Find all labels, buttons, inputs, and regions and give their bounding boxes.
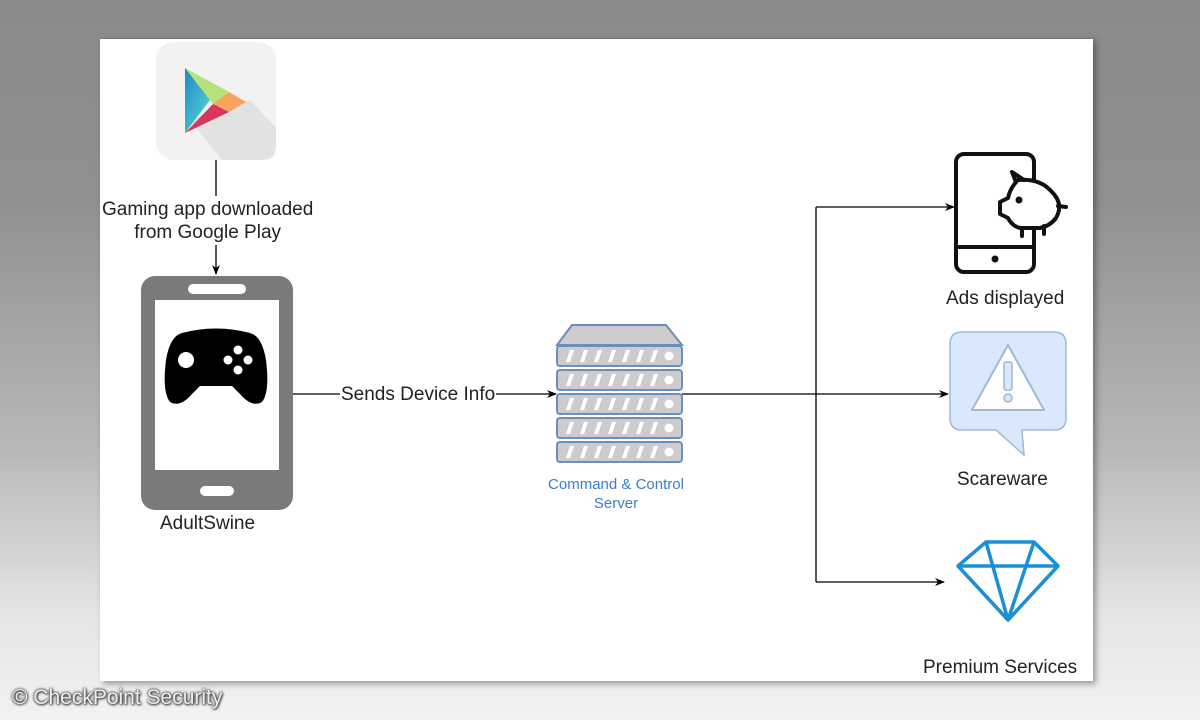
node-label-server: Command & Control Server xyxy=(541,475,691,513)
edge-label-download: Gaming app downloaded from Google Play xyxy=(101,198,315,244)
edge-label-line2: from Google Play xyxy=(134,222,282,243)
server-rack-icon xyxy=(555,324,685,463)
edge-server-to-outputs xyxy=(682,203,955,586)
server-unit xyxy=(556,417,683,439)
warning-bubble-icon xyxy=(949,331,1067,457)
google-play-icon xyxy=(156,42,276,160)
node-label-ads: Ads displayed xyxy=(946,288,1065,309)
server-unit xyxy=(556,441,683,463)
node-label-scareware: Scareware xyxy=(957,469,1048,490)
node-label-premium: Premium Services xyxy=(923,657,1078,678)
watermark: © CheckPoint Security xyxy=(12,686,223,709)
server-unit xyxy=(556,393,683,415)
server-unit xyxy=(556,345,683,367)
diamond-icon xyxy=(956,540,1060,622)
edge-label-line1: Gaming app downloaded xyxy=(102,199,314,220)
server-unit xyxy=(556,369,683,391)
server-label-line2: Server xyxy=(593,495,639,512)
edge-label-sends-device-info: Sends Device Info xyxy=(340,384,497,406)
smartphone-gamepad-icon xyxy=(141,276,293,510)
node-label-app: AdultSwine xyxy=(160,513,256,534)
phone-pig-icon xyxy=(954,152,1068,274)
server-label-line1: Command & Control xyxy=(548,476,684,493)
